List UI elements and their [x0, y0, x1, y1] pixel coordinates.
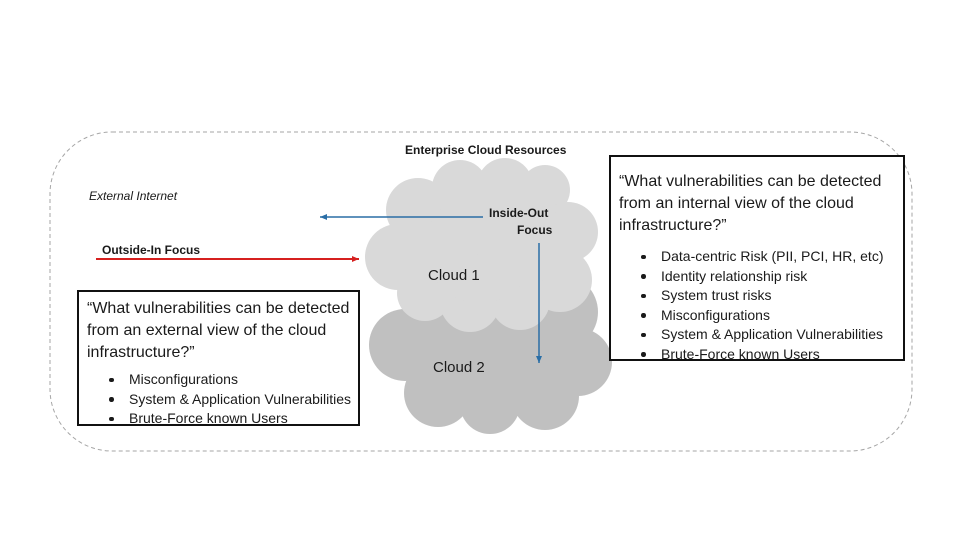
cloud-2-label: Cloud 2: [433, 359, 485, 376]
list-item: Data-centric Risk (PII, PCI, HR, etc): [641, 247, 895, 267]
outside-in-label: Outside-In Focus: [102, 243, 201, 257]
cloud-1-shape: [365, 158, 598, 332]
enterprise-boundary: [49, 131, 913, 452]
external-internet-label: External Internet: [89, 189, 178, 203]
external-view-box: “What vulnerabilities can be detected fr…: [77, 290, 360, 426]
inside-out-label-line2: Focus: [517, 223, 553, 237]
internal-view-list: Data-centric Risk (PII, PCI, HR, etc) Id…: [619, 247, 895, 364]
external-view-question: “What vulnerabilities can be detected fr…: [87, 300, 350, 361]
list-item: System & Application Vulnerabilities: [109, 390, 351, 410]
list-item: Misconfigurations: [109, 370, 350, 390]
list-item: Misconfigurations: [641, 306, 895, 326]
internal-view-question: “What vulnerabilities can be detected fr…: [619, 173, 882, 234]
list-item: Brute-Force known Users: [641, 345, 895, 365]
enterprise-label: Enterprise Cloud Resources: [405, 143, 567, 157]
list-item: Brute-Force known Users: [109, 409, 350, 429]
list-item: System trust risks: [641, 286, 895, 306]
list-item: System & Application Vulnerabilities: [641, 325, 895, 345]
external-view-list: Misconfigurations System & Application V…: [87, 370, 351, 429]
cloud-1-label: Cloud 1: [428, 267, 480, 284]
list-item: Identity relationship risk: [641, 267, 895, 287]
internal-view-box: “What vulnerabilities can be detected fr…: [609, 155, 905, 364]
inside-out-label-line1: Inside-Out: [489, 206, 549, 220]
